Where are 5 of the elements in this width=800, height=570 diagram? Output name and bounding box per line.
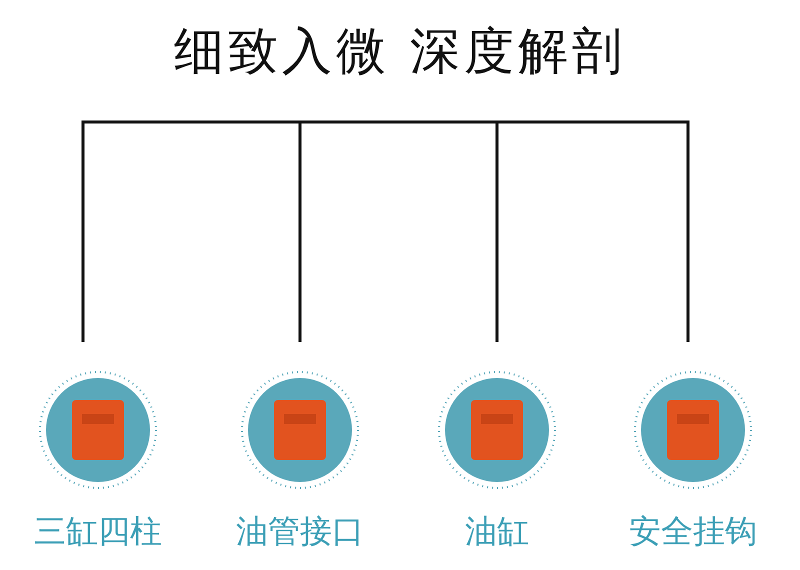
part-label: 三缸四柱 bbox=[33, 511, 163, 552]
part-label: 油管接口 bbox=[235, 511, 365, 552]
title: 细致入微 深度解剖 bbox=[173, 21, 627, 82]
part-label: 油缸 bbox=[464, 511, 530, 552]
part-label: 安全挂钩 bbox=[628, 511, 758, 552]
